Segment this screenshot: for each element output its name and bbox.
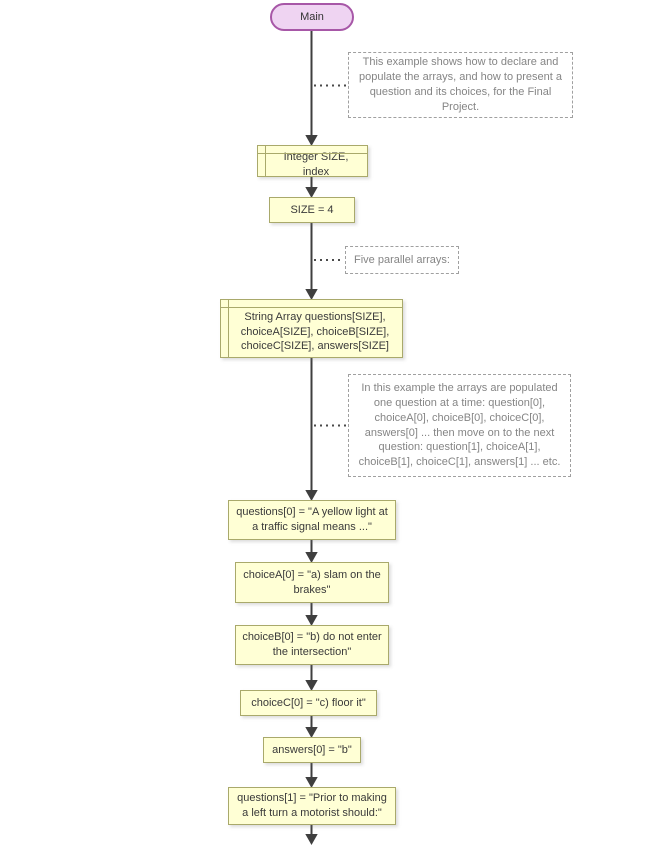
comment-populate[interactable]: In this example the arrays are populated… bbox=[348, 374, 571, 477]
arrowhead-icon bbox=[305, 615, 318, 627]
assign-node-text: choiceC[0] = "c) floor it" bbox=[251, 696, 366, 709]
assign-node-choiceb0[interactable]: choiceB[0] = "b) do not enter the inters… bbox=[235, 625, 389, 665]
arrowhead-icon bbox=[305, 552, 318, 564]
comment-intro[interactable]: This example shows how to declare and po… bbox=[348, 52, 573, 118]
comment-populate-text: In this example the arrays are populated… bbox=[358, 381, 561, 469]
comment-intro-text: This example shows how to declare and po… bbox=[358, 56, 563, 113]
arrowhead-icon bbox=[305, 777, 318, 789]
declare-node-text: String Array questions[SIZE], choiceA[SI… bbox=[240, 310, 390, 353]
declare-node-size-index[interactable]: Integer SIZE, index bbox=[257, 145, 368, 178]
assign-node-choicec0[interactable]: choiceC[0] = "c) floor it" bbox=[240, 690, 377, 716]
assign-node-text: questions[0] = "A yellow light at a traf… bbox=[236, 506, 388, 533]
declare-node-text: Integer SIZE, index bbox=[283, 150, 349, 178]
assign-node-answers0[interactable]: answers[0] = "b" bbox=[263, 737, 361, 763]
arrowhead-icon bbox=[305, 680, 318, 692]
assign-node-text: choiceB[0] = "b) do not enter the inters… bbox=[242, 631, 382, 658]
assign-node-text: choiceA[0] = "a) slam on the brakes" bbox=[243, 568, 381, 596]
declare-node-string-arrays[interactable]: String Array questions[SIZE], choiceA[SI… bbox=[220, 299, 403, 358]
assign-node-size[interactable]: SIZE = 4 bbox=[269, 197, 355, 223]
assign-node-choicea0[interactable]: choiceA[0] = "a) slam on the brakes" bbox=[235, 562, 389, 603]
start-node-label: Main bbox=[300, 10, 324, 23]
arrowhead-icon bbox=[305, 135, 318, 147]
arrowhead-icon bbox=[305, 289, 318, 301]
comment-five-arrays-text: Five parallel arrays: bbox=[354, 253, 450, 266]
start-node-main[interactable]: Main bbox=[270, 3, 354, 31]
arrowhead-icon bbox=[305, 187, 318, 199]
assign-node-questions0[interactable]: questions[0] = "A yellow light at a traf… bbox=[228, 500, 396, 540]
arrowhead-icon bbox=[305, 834, 318, 846]
arrowhead-icon bbox=[305, 727, 318, 739]
assign-node-questions1[interactable]: questions[1] = "Prior to making a left t… bbox=[228, 787, 396, 825]
arrowhead-icon bbox=[305, 490, 318, 502]
assign-node-text: questions[1] = "Prior to making a left t… bbox=[237, 792, 387, 819]
assign-node-text: answers[0] = "b" bbox=[272, 743, 352, 756]
assign-node-text: SIZE = 4 bbox=[290, 203, 334, 216]
comment-five-arrays[interactable]: Five parallel arrays: bbox=[345, 246, 459, 274]
